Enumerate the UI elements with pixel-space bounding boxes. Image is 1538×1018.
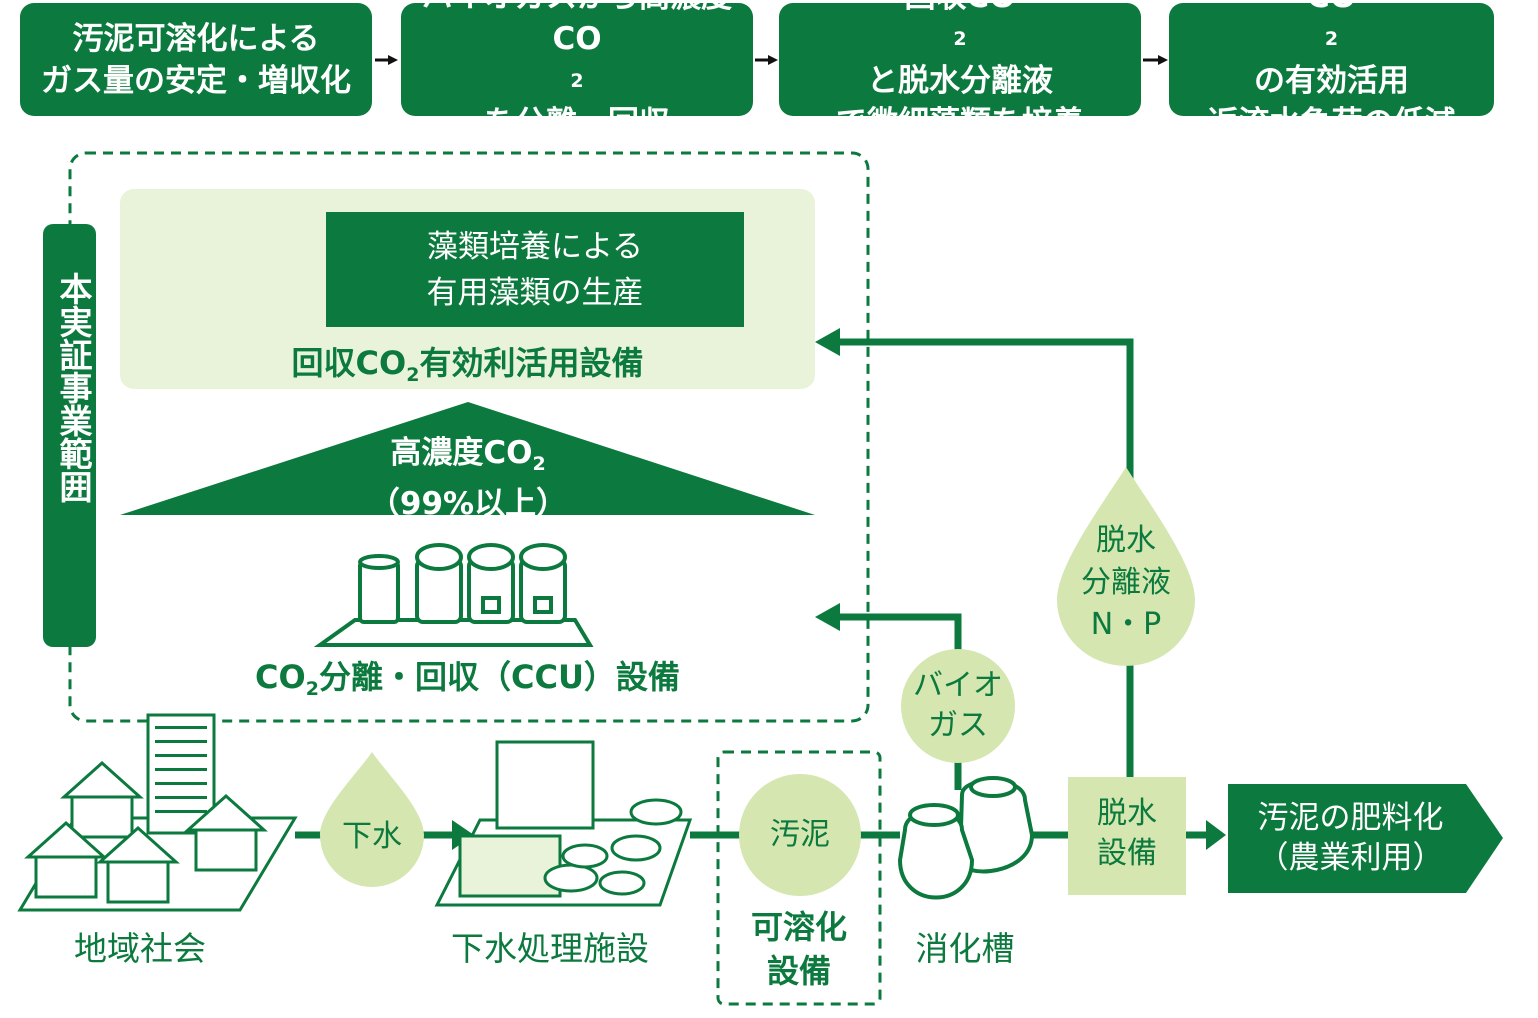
sludge-circle xyxy=(739,774,861,896)
digester-label: 消化槽 xyxy=(915,929,1015,968)
solubilization-boundary xyxy=(716,750,882,1006)
community-label: 地域社会 xyxy=(74,929,206,968)
step-2-line-1: バイオガスから高濃度 xyxy=(422,0,732,18)
sewage-plant-illustration xyxy=(434,740,693,907)
biogas-label: バイオガス xyxy=(913,668,1003,743)
scope-label-bar xyxy=(43,224,96,647)
biogas-circle xyxy=(901,649,1015,763)
step-3-line-2: で微細藻類を培養 xyxy=(836,104,1084,141)
algae-banner: 藻類培養による 有用藻類の生産 xyxy=(326,212,744,327)
sewage-drop xyxy=(320,752,424,887)
step-3-line-1: 回収CO2と脱水分離液 xyxy=(867,0,1053,99)
algae-banner-line-1: 藻類培養による xyxy=(426,228,644,265)
sewage-label: 下水 xyxy=(342,819,402,854)
fertilizer-arrow-box xyxy=(1228,784,1503,893)
sludge-label: 汚泥 xyxy=(770,817,830,852)
plant-label: 下水処理施設 xyxy=(451,929,649,968)
ccu-tanks-illustration xyxy=(313,543,594,647)
step-box-solubilization: 汚泥可溶化による ガス量の安定・増収化 xyxy=(20,3,372,116)
solubilization-label: 可溶化設備 xyxy=(750,908,847,990)
step-4-line-1: CO2の有効活用 xyxy=(1254,0,1409,99)
high-conc-label: 高濃度CO2 （99%以上） xyxy=(268,433,668,524)
algae-banner-line-2: 有用藻類の生産 xyxy=(426,274,644,311)
digester-illustration xyxy=(897,776,1035,900)
high-conc-line-2: （99%以上） xyxy=(368,486,568,522)
fertilizer-label: 汚泥の肥料化（農業利用） xyxy=(1257,800,1444,876)
filtrate-drop xyxy=(1057,467,1195,666)
scope-boundary xyxy=(68,151,870,723)
co2-use-facility-title: 回収CO2有効利活用設備 xyxy=(291,344,644,386)
ccu-facility-title: CO2分離・回収（CCU）設備 xyxy=(255,658,680,700)
dewatering-box xyxy=(1068,777,1186,895)
step-4-line-2: 返流水負荷の低減 xyxy=(1207,104,1456,141)
step-1-line-1: 汚泥可溶化による xyxy=(72,20,320,57)
high-conc-triangle xyxy=(120,402,815,515)
step-1-line-2: ガス量の安定・増収化 xyxy=(41,62,351,99)
scope-label: 本実証事業範囲 xyxy=(54,272,93,503)
step-box-co2-use: CO2の有効活用 返流水負荷の低減 xyxy=(1169,0,1494,141)
community-illustration xyxy=(17,713,298,912)
dewatering-label: 脱水設備 xyxy=(1097,796,1157,871)
step-box-algae-culture: 回収CO2と脱水分離液 で微細藻類を培養 xyxy=(779,0,1141,141)
